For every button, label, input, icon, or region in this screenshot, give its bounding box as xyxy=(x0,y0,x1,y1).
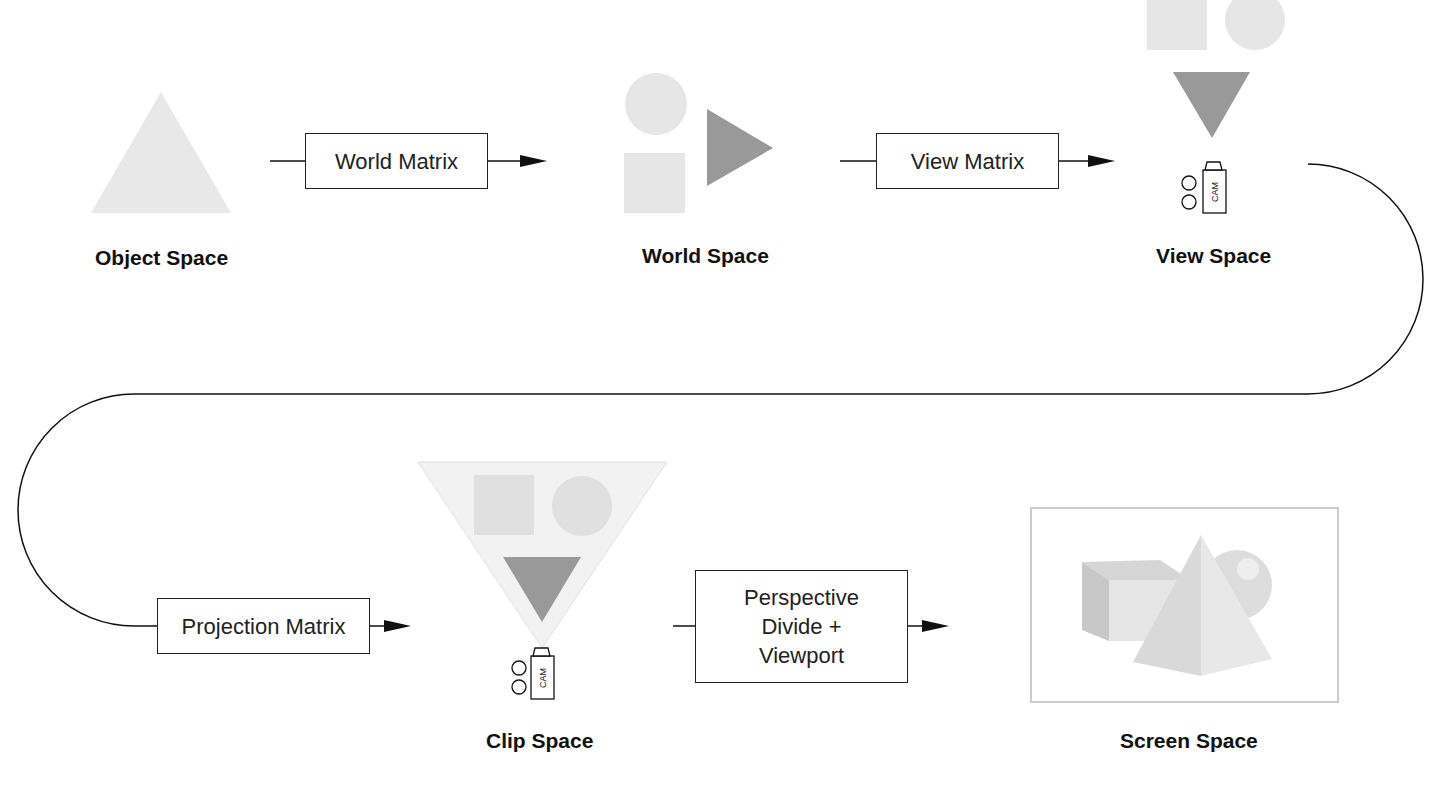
process-box: Perspective Divide + Viewport xyxy=(695,570,908,683)
clip-square xyxy=(474,475,534,535)
cube-top xyxy=(1082,560,1190,580)
box-text: Perspective Divide + Viewport xyxy=(726,583,877,670)
pyramid-right xyxy=(1201,535,1272,676)
camera-icon xyxy=(512,648,554,699)
view-triangle xyxy=(1173,72,1250,138)
box-text: Projection Matrix xyxy=(182,612,346,641)
world-circle xyxy=(625,73,687,135)
world-square xyxy=(624,153,685,213)
sphere-highlight xyxy=(1237,558,1259,580)
matrix-box: World Matrix xyxy=(305,133,488,189)
object-triangle xyxy=(91,92,231,213)
camera-text: CAM xyxy=(1210,182,1220,202)
space-label: Object Space xyxy=(95,246,228,270)
view-square xyxy=(1147,0,1207,50)
clip-triangle xyxy=(503,557,581,622)
box-text: View Matrix xyxy=(911,147,1024,176)
space-label: World Space xyxy=(642,244,769,268)
pyramid-left xyxy=(1133,535,1201,676)
frustum xyxy=(418,462,667,648)
box-text: World Matrix xyxy=(335,147,458,176)
camera-text: CAM xyxy=(538,668,548,688)
space-label: Screen Space xyxy=(1120,729,1258,753)
screen-frame xyxy=(1031,508,1338,702)
matrix-box: View Matrix xyxy=(876,133,1059,189)
camera-icon xyxy=(1182,162,1226,213)
world-triangle xyxy=(707,109,773,186)
matrix-box: Projection Matrix xyxy=(157,598,370,654)
view-circle xyxy=(1225,0,1285,50)
flow-line xyxy=(18,161,1423,626)
clip-circle xyxy=(552,476,612,536)
space-label: View Space xyxy=(1156,244,1271,268)
space-label: Clip Space xyxy=(486,729,593,753)
arrowhead xyxy=(384,155,1115,632)
